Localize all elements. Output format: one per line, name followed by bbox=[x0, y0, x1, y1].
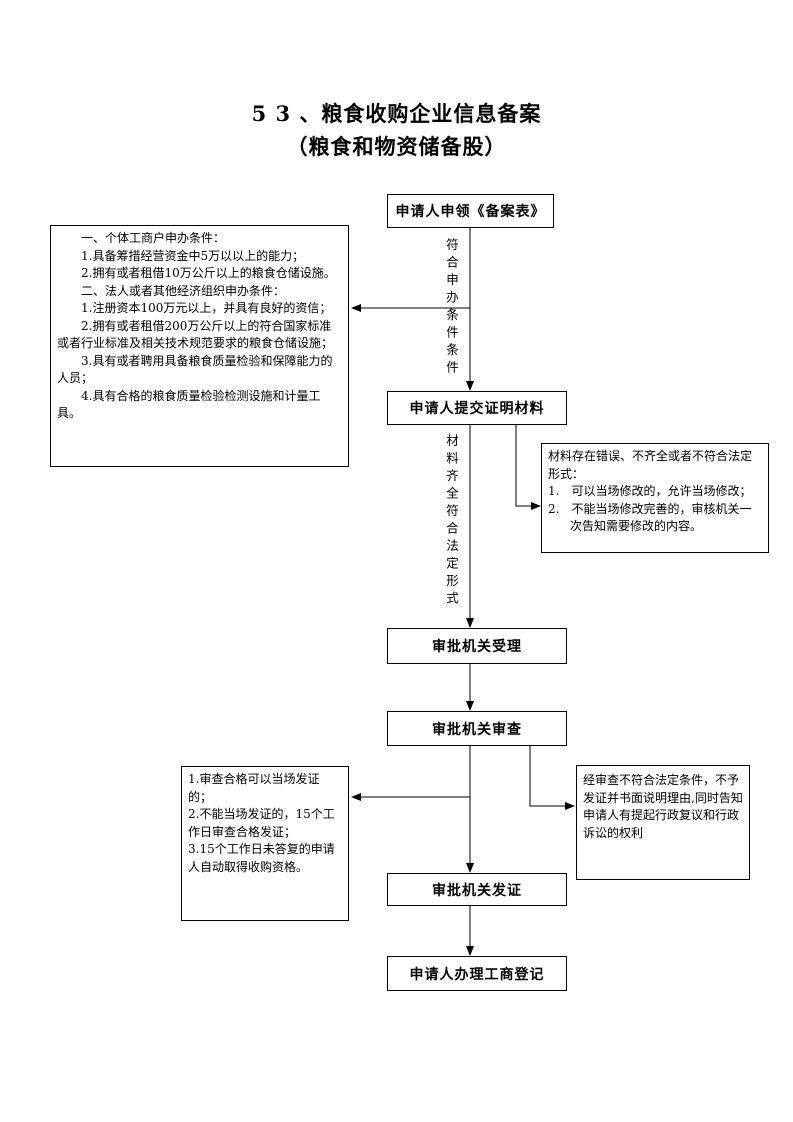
arrow-to-material-error bbox=[515, 425, 541, 510]
conditions-line: 1.具备筹措经营资金中5万以以上的能力； bbox=[81, 248, 305, 263]
review-fail-text: 经审查不符合法定条件，不予发证并书面说明理由,同时告知申请人有提起行政复议和行政… bbox=[583, 773, 743, 840]
conditions-line: 2.拥有或者租借200万公斤以上的符合国家标准或者行业标准及相关技术规范要求的粮… bbox=[57, 318, 334, 351]
review-fail-box: 经审查不符合法定条件，不予发证并书面说明理由,同时告知申请人有提起行政复议和行政… bbox=[576, 765, 750, 880]
step-issue-certificate: 审批机关发证 bbox=[387, 873, 567, 906]
conditions-line: 2.拥有或者租借10万公斤以上的粮食仓储设施。 bbox=[81, 266, 336, 280]
conditions-line: 一、个体工商户申办条件： bbox=[81, 231, 226, 245]
material-error-item: 2. 不能当场修改完善的，审核机关一次告知需要修改的内容。 bbox=[548, 501, 752, 534]
step-submit-materials: 申请人提交证明材料 bbox=[387, 391, 567, 425]
material-error-box: 材料存在错误、不齐全或者不符合法定形式： 1. 可以当场修改的，允许当场修改； … bbox=[541, 443, 769, 553]
conditions-box: 一、个体工商户申办条件： 1.具备筹措经营资金中5万以以上的能力； 2.拥有或者… bbox=[50, 225, 349, 467]
edge-label-conditions-met: 符合申办条件条件 bbox=[444, 238, 459, 378]
material-error-item: 1. 可以当场修改的，允许当场修改； bbox=[548, 484, 752, 498]
review-pass-line: 1.审查合格可以当场发证的； bbox=[188, 772, 320, 804]
material-error-intro: 材料存在错误、不齐全或者不符合法定形式： bbox=[548, 449, 753, 481]
review-pass-line: 2.不能当场发证的，15个工作日审查合格发证； bbox=[188, 807, 335, 839]
step-review: 审批机关审查 bbox=[387, 711, 567, 746]
step-business-registration: 申请人办理工商登记 bbox=[387, 956, 567, 991]
arrow-to-review-fail bbox=[529, 746, 575, 810]
conditions-line: 1.注册资本100万元以上，并具有良好的资信； bbox=[81, 301, 332, 315]
review-pass-line: 3.15个工作日未答复的申请人自动取得收购资格。 bbox=[188, 842, 335, 874]
page-title: 5 3 、粮食收购企业信息备案 bbox=[251, 101, 542, 126]
review-pass-box: 1.审查合格可以当场发证的； 2.不能当场发证的，15个工作日审查合格发证； 3… bbox=[181, 766, 349, 921]
step-apply-form: 申请人申领《备案表》 bbox=[387, 194, 554, 228]
conditions-line: 二、法人或者其他经济组织申办条件： bbox=[81, 283, 286, 298]
step-accept: 审批机关受理 bbox=[387, 628, 567, 664]
page-subtitle: （粮食和物资储备股） bbox=[286, 134, 507, 159]
conditions-line: 3.具有或者聘用具备粮食质量检验和保障能力的人员； bbox=[57, 353, 333, 386]
conditions-line: 4.具有合格的粮食质量检验检测设施和计量工具。 bbox=[57, 388, 321, 421]
edge-label-materials-complete: 材料齐全符合法定形式 bbox=[444, 434, 459, 609]
